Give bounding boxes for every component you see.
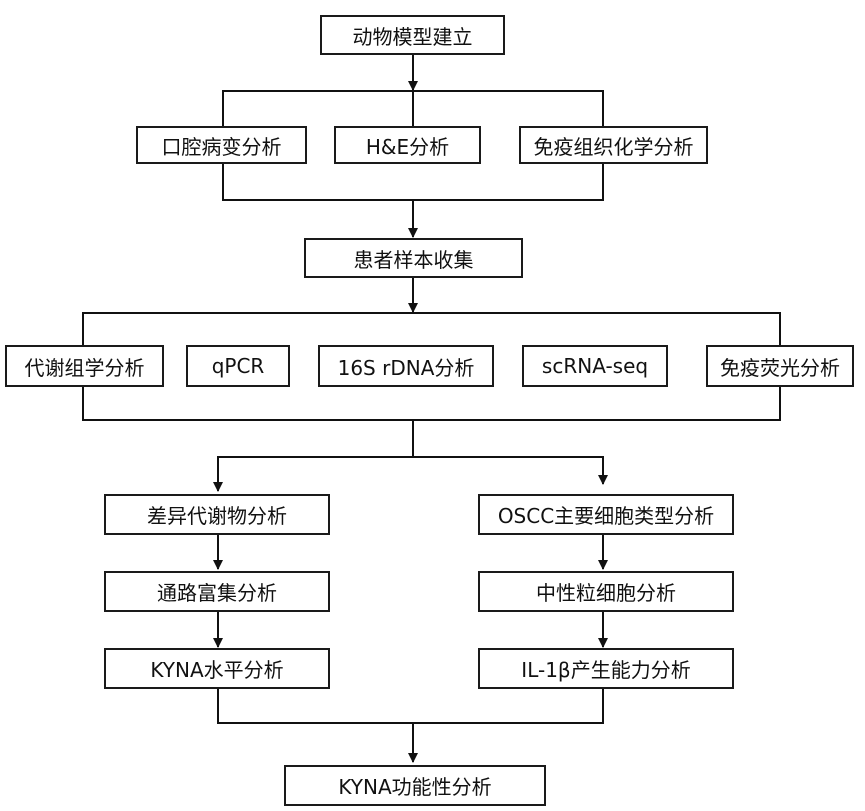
kyna-level-analysis-box: KYNA水平分析 [104,648,330,689]
kyna-function-analysis-box: KYNA功能性分析 [284,765,546,806]
rdna-16s-analysis-box: 16S rDNA分析 [318,345,494,387]
group2-bracket-bottom [82,385,781,421]
ihc-analysis-box: 免疫组织化学分析 [519,126,708,164]
he-analysis-box: H&E分析 [334,126,481,164]
oscc-cell-type-analysis-box: OSCC主要细胞类型分析 [478,494,734,535]
pathway-enrichment-analysis-box: 通路富集分析 [104,571,330,612]
split-bar [217,456,608,485]
scrna-seq-box: scRNA-seq [522,345,668,387]
animal-model-box: 动物模型建立 [320,15,505,55]
patient-sample-collection-box: 患者样本收集 [304,238,523,278]
oral-lesion-analysis-box: 口腔病变分析 [136,126,307,164]
group2-bracket-top [82,312,781,347]
neutrophil-analysis-box: 中性粒细胞分析 [478,571,734,612]
merge-bracket [217,688,604,724]
il1b-capacity-analysis-box: IL-1β产生能力分析 [478,648,734,689]
immunofluorescence-analysis-box: 免疫荧光分析 [706,345,854,387]
metabolomics-analysis-box: 代谢组学分析 [5,345,164,387]
qpcr-box: qPCR [186,345,290,387]
diff-metabolite-analysis-box: 差异代谢物分析 [104,494,330,535]
group1-bracket-bottom [222,160,604,201]
